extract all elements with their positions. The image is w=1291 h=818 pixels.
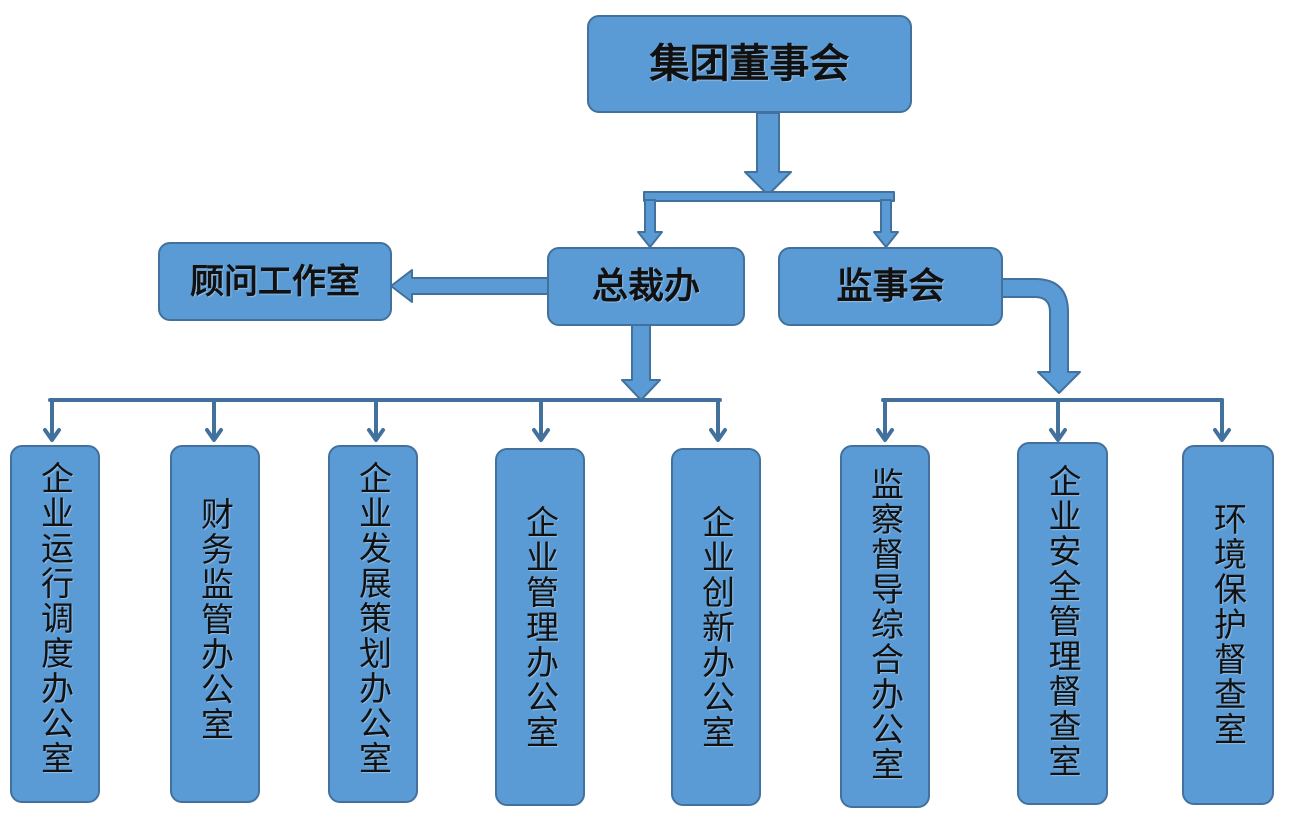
- innovation-office-label: 企业创新办公室: [696, 505, 736, 750]
- safety-inspection-office-box: 企业安全管理督查室: [1017, 442, 1108, 805]
- advisor-office-box: 顾问工作室: [158, 242, 392, 321]
- strategy-planning-office-label: 企业发展策划办公室: [353, 461, 393, 776]
- drop-arrowhead-7: [1049, 428, 1067, 442]
- president-down-arrow: [621, 324, 661, 401]
- board-box: 集团董事会: [587, 15, 912, 113]
- drop-arrowhead-3: [367, 428, 385, 442]
- supervision-general-office-box: 监察督导综合办公室: [840, 445, 930, 808]
- drop-arrowhead-2: [205, 428, 223, 442]
- drop-arrowhead-5: [709, 428, 727, 442]
- strategy-planning-office-box: 企业发展策划办公室: [328, 445, 418, 803]
- enterprise-management-office-label: 企业管理办公室: [520, 505, 560, 750]
- board-down-arrow: [744, 112, 792, 196]
- supervisory-drop-arrow: [873, 199, 899, 248]
- supervisory-curve-arrow: [1001, 278, 1081, 394]
- supervision-general-office-label: 监察督导综合办公室: [865, 467, 905, 782]
- advisor-arrow: [390, 269, 550, 303]
- board-label: 集团董事会: [649, 41, 850, 87]
- ops-dispatch-office-label: 企业运行调度办公室: [35, 461, 75, 776]
- supervisory-board-label: 监事会: [836, 265, 945, 307]
- president-office-label: 总裁办: [591, 265, 700, 307]
- ops-dispatch-office-box: 企业运行调度办公室: [10, 445, 100, 803]
- drop-arrowhead-1: [43, 428, 61, 442]
- advisor-office-label: 顾问工作室: [190, 261, 360, 302]
- finance-supervision-office-box: 财务监管办公室: [170, 445, 260, 803]
- board-split-bar: [643, 191, 895, 202]
- environment-inspection-office-label: 环境保护督查室: [1208, 502, 1248, 747]
- safety-inspection-office-label: 企业安全管理督查室: [1043, 464, 1082, 779]
- drop-arrowhead-8: [1213, 428, 1231, 442]
- innovation-office-box: 企业创新办公室: [671, 448, 761, 806]
- president-drop-arrow: [637, 199, 663, 248]
- finance-supervision-office-label: 财务监管办公室: [195, 497, 235, 742]
- drop-arrowhead-6: [876, 428, 894, 442]
- drop-arrowhead-4: [532, 428, 550, 442]
- environment-inspection-office-box: 环境保护督查室: [1182, 445, 1274, 805]
- enterprise-management-office-box: 企业管理办公室: [495, 448, 585, 806]
- president-office-box: 总裁办: [547, 247, 745, 326]
- supervisory-board-box: 监事会: [778, 247, 1003, 326]
